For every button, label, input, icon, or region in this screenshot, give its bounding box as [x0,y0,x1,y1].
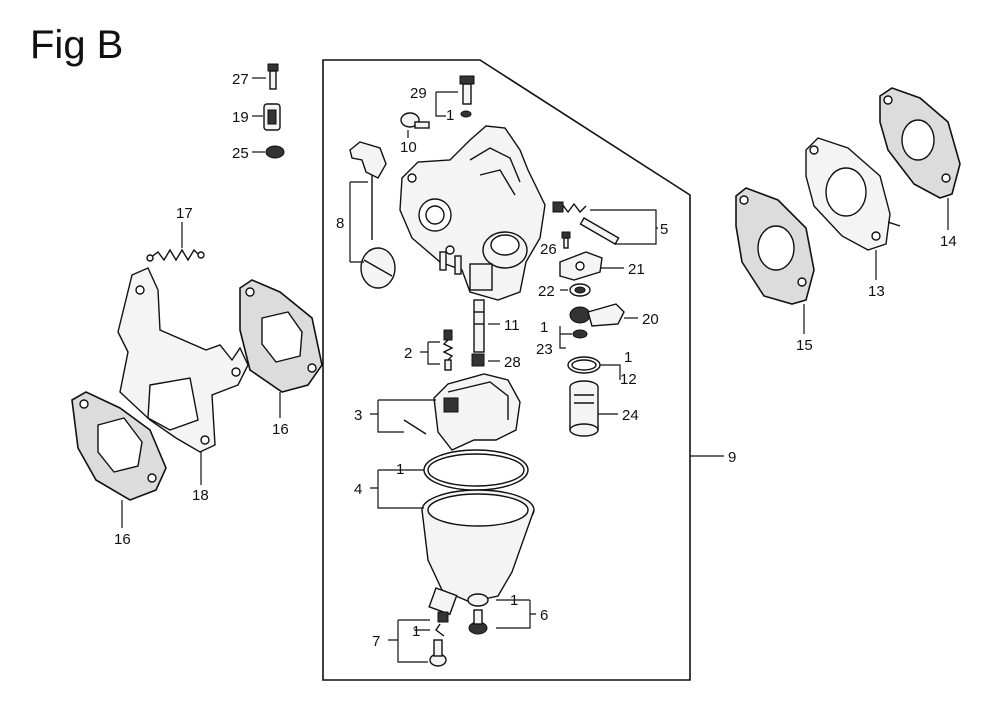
part-24-drain-nozzle [569,380,599,437]
callout-26: 26 [540,241,557,258]
assembly-outline [322,59,691,681]
callout-9: 9 [728,449,736,466]
part-23-washer [572,329,588,339]
callout-24: 24 [622,407,639,424]
callout-3: 3 [354,407,362,424]
part-15-gasket [735,187,815,305]
callout-1-c: 1 [624,349,632,366]
part-21-plate [559,251,603,281]
part-22-o-ring [569,283,591,297]
callout-29: 29 [410,85,427,102]
callout-17: 17 [176,205,193,222]
part-11-jet-tube [473,299,485,353]
callout-1-b: 1 [540,319,548,336]
part-16-gasket-left [71,391,167,501]
part-7-drain-screw [429,611,449,667]
part-13-insulator [805,137,901,251]
part-28-main-jet [471,353,485,367]
part-18-bracket [117,267,249,453]
part-16-gasket-right [239,279,323,393]
part-10-screw [400,112,430,129]
part-17-spring [146,248,205,262]
part-20-lever [569,303,625,327]
part-27-screw [267,63,279,90]
callout-4: 4 [354,481,362,498]
callout-23: 23 [536,341,553,358]
callout-19: 19 [232,109,249,126]
part-26-screw [561,231,571,249]
callout-16-left: 16 [114,531,131,548]
callout-13: 13 [868,283,885,300]
callout-labels: 27 19 25 17 8 29 1 10 5 26 21 22 20 11 1… [114,71,957,650]
callout-18: 18 [192,487,209,504]
part-19-nut [263,103,281,131]
callout-10: 10 [400,139,417,156]
part-5-pilot-screw [552,201,620,246]
callout-14: 14 [940,233,957,250]
callout-25: 25 [232,145,249,162]
callout-27: 27 [232,71,249,88]
part-14-gasket [879,87,961,199]
callout-28: 28 [504,354,521,371]
callout-5: 5 [660,221,668,238]
carburetor-body [399,125,546,301]
part-4-float-bowl [421,449,535,616]
part-3-float [403,373,521,451]
callout-1-f: 1 [412,623,420,640]
callout-15: 15 [796,337,813,354]
callout-6: 6 [540,607,548,624]
callout-1-d: 1 [396,461,404,478]
callout-7: 7 [372,633,380,650]
figure-title: Fig B [30,23,123,67]
part-8-choke-shaft [349,141,396,289]
callout-8: 8 [336,215,344,232]
callout-11: 11 [504,317,520,334]
part-12-o-ring [567,356,601,374]
callout-12: 12 [620,371,637,388]
callout-2: 2 [404,345,412,362]
callout-1-e: 1 [510,592,518,609]
callout-1-a: 1 [446,107,454,124]
part-2-float-valve [442,329,454,371]
callout-21: 21 [628,261,645,278]
part-6-drain-bolt [467,593,489,635]
callout-22: 22 [538,283,555,300]
part-29-screw [459,75,475,118]
part-25-washer [265,145,285,159]
callout-20: 20 [642,311,659,328]
callout-16-right: 16 [272,421,289,438]
